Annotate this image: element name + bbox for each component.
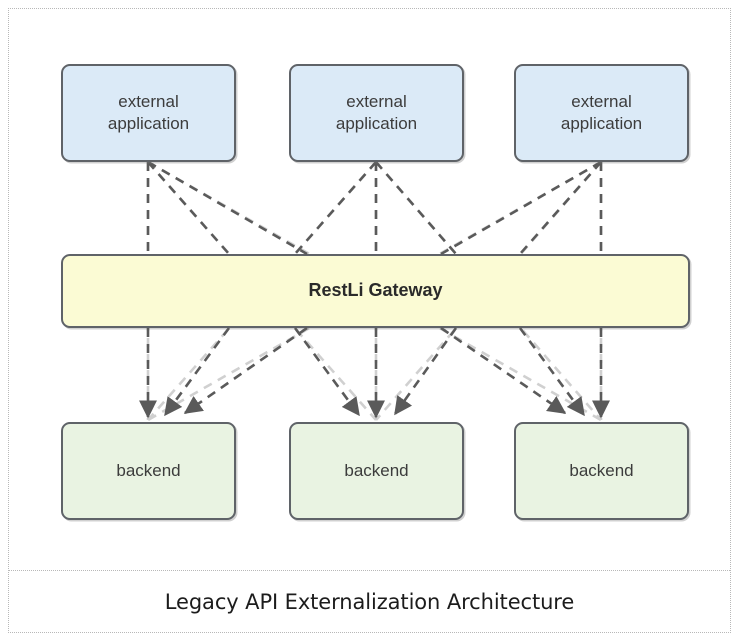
external-application-2-line2: application	[335, 114, 418, 133]
backend-3-label: backend	[569, 460, 634, 480]
external-application-1-line2: application	[107, 114, 190, 133]
node-external-application-2[interactable]: external application	[289, 64, 464, 162]
external-application-3-line1: external	[571, 91, 632, 111]
external-application-2-label: external application	[336, 91, 417, 136]
external-application-1-line1: external	[118, 91, 179, 111]
node-external-application-3[interactable]: external application	[514, 64, 689, 162]
node-backend-1[interactable]: backend	[61, 422, 236, 520]
node-backend-2[interactable]: backend	[289, 422, 464, 520]
external-application-2-line1: external	[346, 91, 407, 111]
backend-1-label: backend	[116, 460, 181, 480]
caption-divider	[9, 570, 730, 571]
backend-2-label: backend	[344, 460, 409, 480]
figure-caption: Legacy API Externalization Architecture	[164, 589, 575, 614]
gateway-label: RestLi Gateway	[308, 280, 443, 301]
node-restli-gateway[interactable]: RestLi Gateway	[61, 254, 690, 328]
external-application-3-label: external application	[561, 91, 642, 136]
node-external-application-1[interactable]: external application	[61, 64, 236, 162]
external-application-3-line2: application	[560, 114, 643, 133]
figure-container: RestLi Gateway	[8, 8, 731, 633]
external-application-1-label: external application	[108, 91, 189, 136]
node-backend-3[interactable]: backend	[514, 422, 689, 520]
diagram-canvas: RestLi Gateway	[9, 9, 730, 570]
